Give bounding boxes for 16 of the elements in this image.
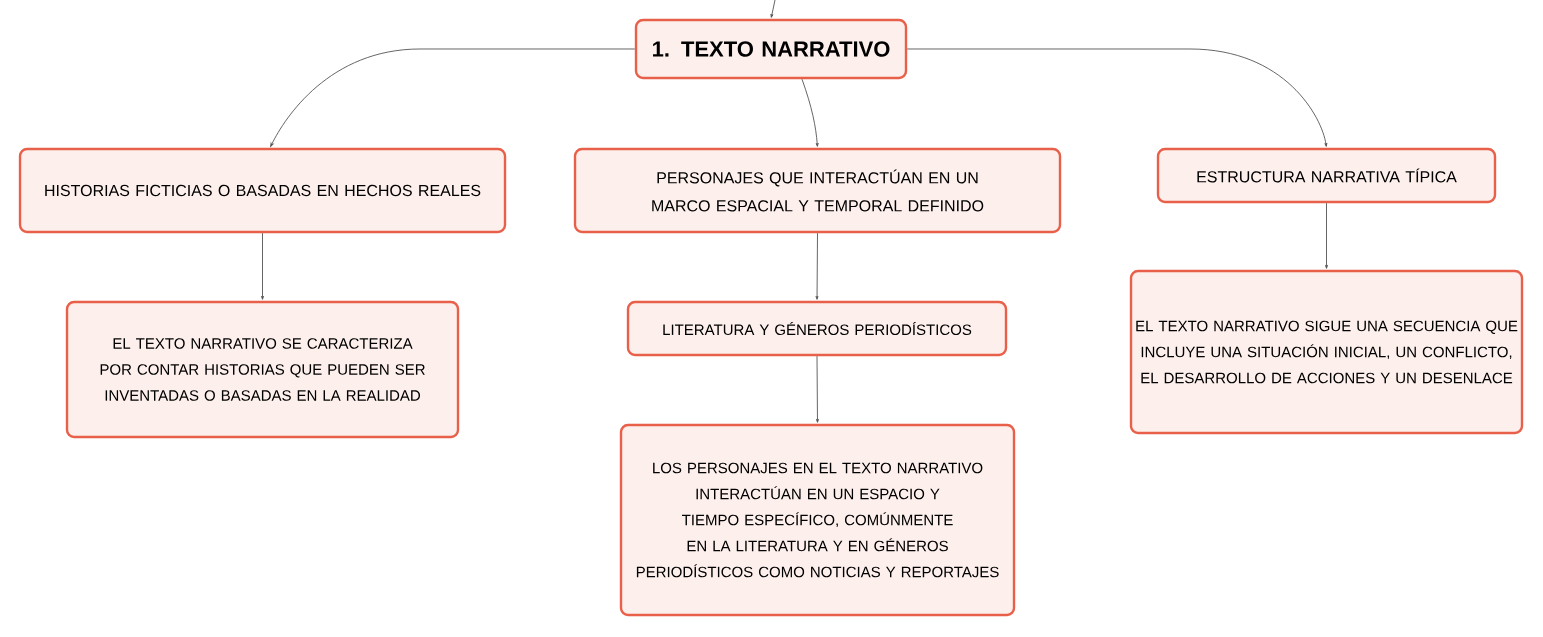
concept-box: EL TEXTO NARRATIVO SE CARACTERIZA POR CONTAR HISTORIAS QUE PUEDEN SER INVENTADAS O BASADAS EN LA REALIDAD	[65, 300, 460, 439]
arrow	[816, 355, 819, 423]
concept-box: ESTRUCTURA NARRATIVA TÍPICA	[1156, 147, 1497, 204]
arrow	[770, 0, 776, 18]
arrow	[1325, 202, 1328, 269]
arrow	[815, 232, 819, 300]
arrow	[801, 78, 819, 147]
concept-box: LOS PERSONAJES EN EL TEXTO NARRATIVO INTERACTÚAN EN UN ESPACIO Y TIEMPO ESPECÍFICO, COMÚNMENTE EN LA LITERATURA Y EN GÉNEROS PERIODÍSTICOS COMO NOTICIAS Y REPORTAJES	[619, 423, 1016, 617]
arrow	[270, 48, 636, 147]
arrow	[906, 48, 1328, 147]
arrow	[261, 232, 264, 300]
concept-box: HISTORIAS FICTICIAS O BASADAS EN HECHOS REALES	[18, 147, 507, 234]
concept-box: LITERATURA Y GÉNEROS PERIODÍSTICOS	[626, 300, 1008, 357]
concept-box: PERSONAJES QUE INTERACTÚAN EN UN MARCO ESPACIAL Y TEMPORAL DEFINIDO	[573, 147, 1062, 234]
concept-box: EL TEXTO NARRATIVO SIGUE UNA SECUENCIA QUE INCLUYE UNA SITUACIÓN INICIAL, UN CONFLICTO, EL DESARROLLO DE ACCIONES Y UN DESENLACE	[1129, 269, 1524, 435]
title-box: 1. TEXTO NARRATIVO	[634, 18, 908, 80]
